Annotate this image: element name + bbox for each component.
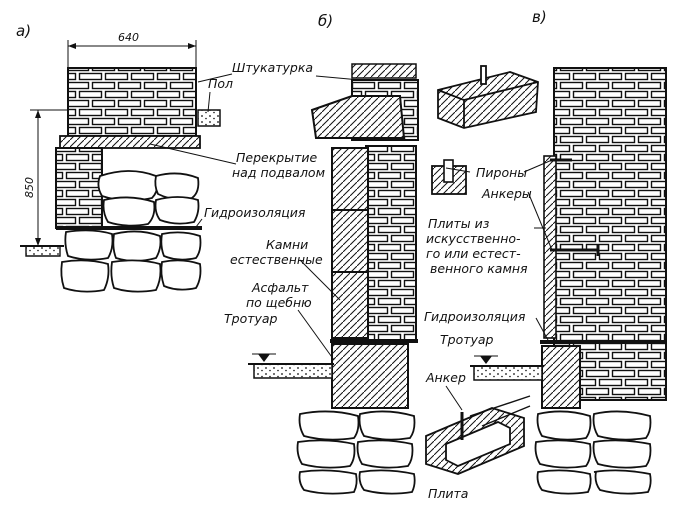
- panel-c: в): [424, 8, 667, 501]
- label-slabs-1: Плиты из: [428, 216, 490, 231]
- leaders-a: [149, 73, 237, 228]
- panel-b-letter: б): [318, 12, 333, 30]
- height-dimension: 850: [23, 109, 68, 246]
- label-stones-2: естественные: [230, 252, 323, 267]
- label-floor: Пол: [208, 76, 233, 91]
- height-dimension-value: 850: [23, 177, 36, 198]
- leaders-b: [297, 75, 361, 361]
- cornice-slab-b: [310, 95, 406, 139]
- label-slab-1: Перекрытие: [236, 150, 317, 165]
- asphalt-a: [25, 245, 61, 257]
- width-dimension-value: 640: [118, 31, 139, 44]
- label-stones-1: Камни: [266, 237, 308, 252]
- floor-slab: [59, 135, 201, 149]
- wall-brick-b: [365, 145, 417, 343]
- anchors-c: [550, 158, 600, 256]
- sidewalk-b: [248, 353, 334, 379]
- label-slabs-3: го или естест-: [426, 246, 521, 261]
- panel-c-letter: в): [532, 8, 547, 26]
- label-pins: Пироны: [476, 165, 527, 180]
- pin-socket-detail: [431, 159, 467, 195]
- plinth-c: [541, 345, 581, 409]
- label-sidewalk-a: Тротуар: [224, 311, 278, 326]
- wall-brick-c: [553, 67, 667, 401]
- label-anchor: Анкер: [425, 370, 466, 385]
- label-anchors: Анкеры: [481, 186, 532, 201]
- foundation-stones-c: [534, 410, 652, 495]
- floor-block: [197, 109, 221, 127]
- label-slabs-2: искусственно-: [426, 231, 521, 246]
- foundation-stones-b: [296, 410, 416, 495]
- width-dimension: 640: [67, 31, 197, 68]
- natural-stones-a: [60, 170, 202, 293]
- label-slabs-4: венного камня: [430, 261, 528, 276]
- leaders-c: [445, 159, 553, 411]
- label-asphalt-2: по щебню: [246, 295, 312, 310]
- panel-a: а) 640: [16, 22, 325, 310]
- anchor-plate-detail: [425, 395, 531, 475]
- label-slab-2: над подвалом: [232, 165, 325, 180]
- upper-brick-wall: [67, 67, 197, 137]
- panel-b: б) Тротуар: [224, 12, 419, 495]
- label-waterproofing-c: Гидроизоляция: [424, 309, 526, 324]
- plinth-brick: [55, 147, 103, 229]
- panel-a-letter: а): [16, 22, 31, 40]
- facing-stones-b: [331, 147, 409, 409]
- label-plaster: Штукатурка: [232, 60, 313, 75]
- sidewalk-c: [470, 355, 544, 381]
- pin-detail: [437, 65, 539, 129]
- label-slab: Плита: [428, 486, 468, 501]
- label-sidewalk-c: Тротуар: [440, 332, 494, 347]
- label-waterproofing-a: Гидроизоляция: [204, 205, 306, 220]
- facing-slab-c: [543, 155, 557, 339]
- label-asphalt-1: Асфальт: [251, 280, 309, 295]
